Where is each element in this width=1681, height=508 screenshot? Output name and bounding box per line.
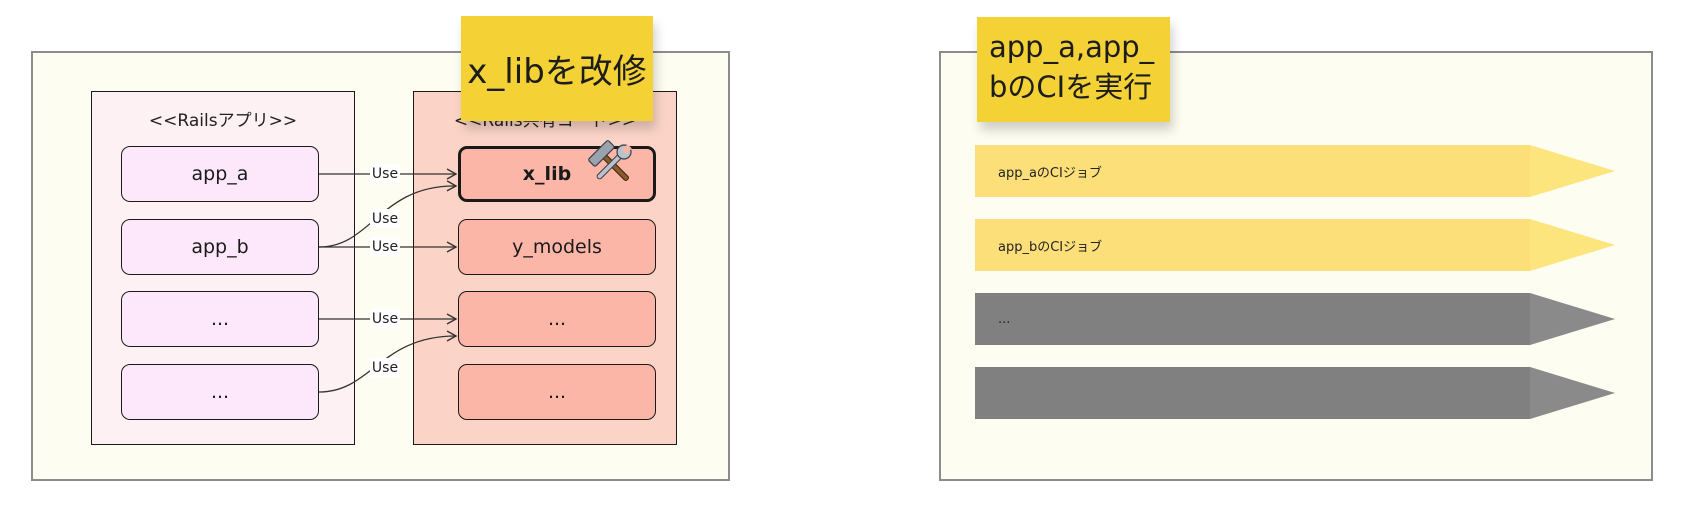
lib-node-3[interactable]: ... xyxy=(458,291,656,347)
use-label: Use xyxy=(372,311,398,327)
ci-job-arrow-3[interactable]: ... xyxy=(975,293,1615,345)
ci-job-arrow-4[interactable] xyxy=(975,367,1615,419)
use-label: Use xyxy=(372,239,398,255)
ci-job-label: app_aのCIジョブ xyxy=(998,165,1102,181)
rails-apps-group-title: <<Railsアプリ>> xyxy=(148,111,298,131)
hammer-and-wrench-icon xyxy=(588,140,632,181)
arrow-shape xyxy=(975,219,1615,271)
ci-job-label: ... xyxy=(998,311,1011,327)
lib-node-x-lib-label: x_lib xyxy=(522,163,572,185)
arrow-shape xyxy=(975,293,1615,345)
lib-node-y-models[interactable]: y_models xyxy=(458,219,656,275)
ci-job-label: app_bのCIジョブ xyxy=(998,239,1103,255)
sticky-note-right[interactable]: app_a,app_bのCIを実行 xyxy=(977,17,1170,122)
use-label: Use xyxy=(372,166,398,182)
app-node-4[interactable]: ... xyxy=(121,364,319,420)
app-node-app-b[interactable]: app_b xyxy=(121,219,319,275)
arrow-shape xyxy=(975,367,1615,419)
sticky-note-left[interactable]: x_libを改修 xyxy=(461,16,653,121)
app-node-app-a[interactable]: app_a xyxy=(121,146,319,202)
app-node-3[interactable]: ... xyxy=(121,291,319,347)
lib-node-4[interactable]: ... xyxy=(458,364,656,420)
arrow-shape xyxy=(975,145,1615,197)
use-label: Use xyxy=(372,360,398,376)
ci-job-arrow-app-b[interactable]: app_bのCIジョブ xyxy=(975,219,1615,271)
ci-job-arrow-app-a[interactable]: app_aのCIジョブ xyxy=(975,145,1615,197)
use-label: Use xyxy=(372,211,398,227)
